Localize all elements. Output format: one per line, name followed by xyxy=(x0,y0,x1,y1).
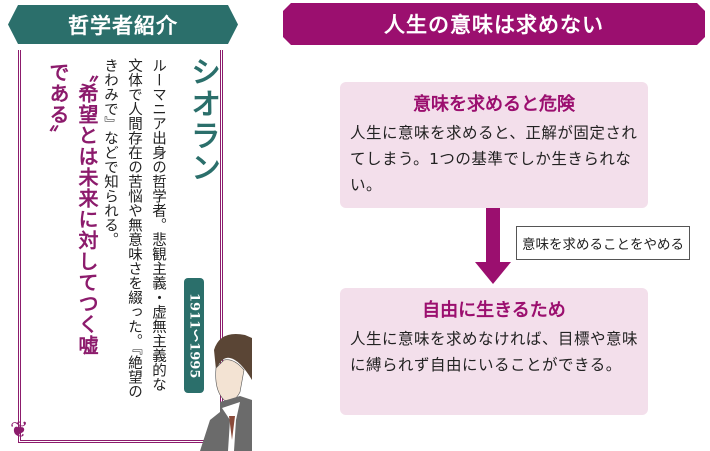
bio-line: ルーマニア出身の哲学者。悲観主義・虚無主義的な xyxy=(150,58,166,392)
bio-line: 文体で人間存在の苦悩や無意味さを綴った。『絶望の xyxy=(126,58,142,399)
main-title-banner: 人生の意味は求めない xyxy=(283,3,705,45)
danger-heading: 意味を求めると危険 xyxy=(413,94,575,115)
danger-body: 人生に意味を求めると、正解が固定されてしまう。1つの基準でしか生きられない。 xyxy=(350,124,638,194)
freedom-heading: 自由に生きるため xyxy=(422,300,566,321)
philosopher-quote: 〝希望とは未来に対してつく嘘である〟 xyxy=(46,62,99,356)
bio-line: きわみで』などで知られる。 xyxy=(102,58,118,247)
philosopher-intro-banner: 哲学者紹介 xyxy=(8,5,238,44)
freedom-body: 人生に意味を求めなければ、目標や意味に縛られず自由にいることができる。 xyxy=(350,330,639,374)
freedom-box: 自由に生きるため 人生に意味を求めなければ、目標や意味に縛られず自由にいることが… xyxy=(340,288,648,415)
lifespan-badge: 1911～1995 xyxy=(184,278,204,393)
philosopher-name: シオラン xyxy=(185,56,220,184)
philosopher-bio: ルーマニア出身の哲学者。悲観主義・虚無主義的な 文体で人間存在の苦悩や無意味さを… xyxy=(98,58,170,403)
arrow-head-icon xyxy=(475,262,511,284)
philosopher-portrait xyxy=(200,334,252,451)
down-arrow-icon xyxy=(486,208,500,264)
danger-box: 意味を求めると危険 人生に意味を求めると、正解が固定されてしまう。1つの基準でし… xyxy=(340,82,648,208)
profile-frame xyxy=(18,50,223,443)
ornament-icon: ❦ xyxy=(10,418,29,443)
arrow-label: 意味を求めることをやめる xyxy=(516,226,690,260)
